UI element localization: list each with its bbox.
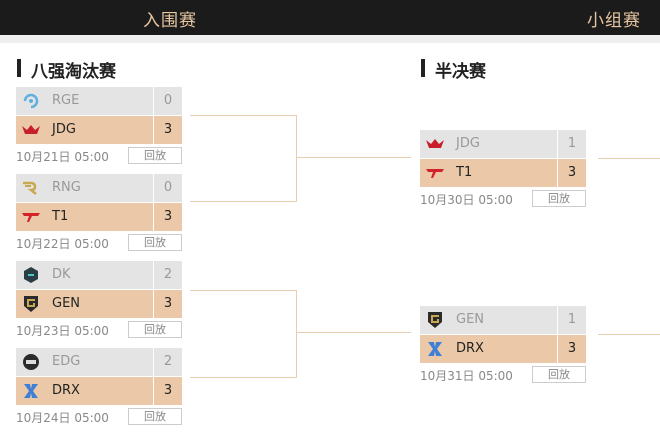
gen-logo-icon xyxy=(420,306,450,334)
team-name: DRX xyxy=(46,377,153,405)
divider xyxy=(0,35,660,43)
team-score: 1 xyxy=(558,130,586,158)
team-score: 1 xyxy=(558,306,586,334)
team-name: GEN xyxy=(450,306,557,334)
t1-logo-icon xyxy=(16,203,46,231)
tab-play-in[interactable]: 入围赛 xyxy=(143,11,197,31)
team-name: EDG xyxy=(46,348,153,376)
team-name: RGE xyxy=(46,87,153,115)
section-marker xyxy=(421,59,425,77)
match-date: 10月30日 05:00 xyxy=(420,193,513,207)
bracket-connector xyxy=(296,115,297,202)
team-score: 3 xyxy=(558,335,586,363)
team-score: 0 xyxy=(154,174,182,202)
bracket-connector xyxy=(190,201,296,202)
jdg-logo-icon xyxy=(420,130,450,158)
semifinal-title: 半决赛 xyxy=(435,62,486,82)
jdg-logo-icon xyxy=(16,116,46,144)
bracket-connector xyxy=(190,377,296,378)
team-name: RNG xyxy=(46,174,153,202)
team-score: 3 xyxy=(558,159,586,187)
team-score: 3 xyxy=(154,203,182,231)
match-date: 10月31日 05:00 xyxy=(420,369,513,383)
match-date: 10月22日 05:00 xyxy=(16,237,109,251)
bracket-connector xyxy=(190,290,296,291)
replay-button[interactable]: 回放 xyxy=(532,366,586,383)
team-row[interactable]: GEN 3 xyxy=(16,290,182,318)
bracket-connector xyxy=(296,157,411,158)
edg-logo-icon xyxy=(16,348,46,376)
team-row[interactable]: RGE 0 xyxy=(16,87,182,115)
team-name: JDG xyxy=(450,130,557,158)
team-name: GEN xyxy=(46,290,153,318)
bracket-connector xyxy=(598,334,660,335)
top-nav-bar: 入围赛 小组赛 xyxy=(0,0,660,35)
team-row[interactable]: DRX 3 xyxy=(16,377,182,405)
replay-button[interactable]: 回放 xyxy=(128,408,182,425)
bracket-connector xyxy=(190,115,296,116)
replay-button[interactable]: 回放 xyxy=(128,147,182,164)
t1-logo-icon xyxy=(420,159,450,187)
match-date: 10月24日 05:00 xyxy=(16,411,109,425)
bracket-connector xyxy=(598,158,660,159)
bracket-connector xyxy=(296,290,297,378)
rng-logo-icon xyxy=(16,174,46,202)
team-row[interactable]: RNG 0 xyxy=(16,174,182,202)
rge-logo-icon xyxy=(16,87,46,115)
team-name: T1 xyxy=(46,203,153,231)
team-name: JDG xyxy=(46,116,153,144)
replay-button[interactable]: 回放 xyxy=(128,321,182,338)
bracket-connector xyxy=(296,332,411,333)
team-row[interactable]: T1 3 xyxy=(420,159,586,187)
team-row[interactable]: EDG 2 xyxy=(16,348,182,376)
dk-logo-icon xyxy=(16,261,46,289)
team-score: 3 xyxy=(154,116,182,144)
team-row[interactable]: JDG 1 xyxy=(420,130,586,158)
gen-logo-icon xyxy=(16,290,46,318)
team-score: 3 xyxy=(154,377,182,405)
drx-logo-icon xyxy=(420,335,450,363)
match-date: 10月21日 05:00 xyxy=(16,150,109,164)
team-row[interactable]: JDG 3 xyxy=(16,116,182,144)
team-score: 2 xyxy=(154,348,182,376)
match-date: 10月23日 05:00 xyxy=(16,324,109,338)
team-score: 3 xyxy=(154,290,182,318)
team-name: T1 xyxy=(450,159,557,187)
replay-button[interactable]: 回放 xyxy=(128,234,182,251)
team-row[interactable]: T1 3 xyxy=(16,203,182,231)
team-score: 2 xyxy=(154,261,182,289)
team-name: DRX xyxy=(450,335,557,363)
drx-logo-icon xyxy=(16,377,46,405)
team-row[interactable]: DRX 3 xyxy=(420,335,586,363)
team-score: 0 xyxy=(154,87,182,115)
team-row[interactable]: GEN 1 xyxy=(420,306,586,334)
quarterfinal-title: 八强淘汰赛 xyxy=(31,62,116,82)
team-row[interactable]: DK 2 xyxy=(16,261,182,289)
team-name: DK xyxy=(46,261,153,289)
replay-button[interactable]: 回放 xyxy=(532,190,586,207)
section-marker xyxy=(17,59,21,77)
tab-group-stage[interactable]: 小组赛 xyxy=(587,11,641,31)
